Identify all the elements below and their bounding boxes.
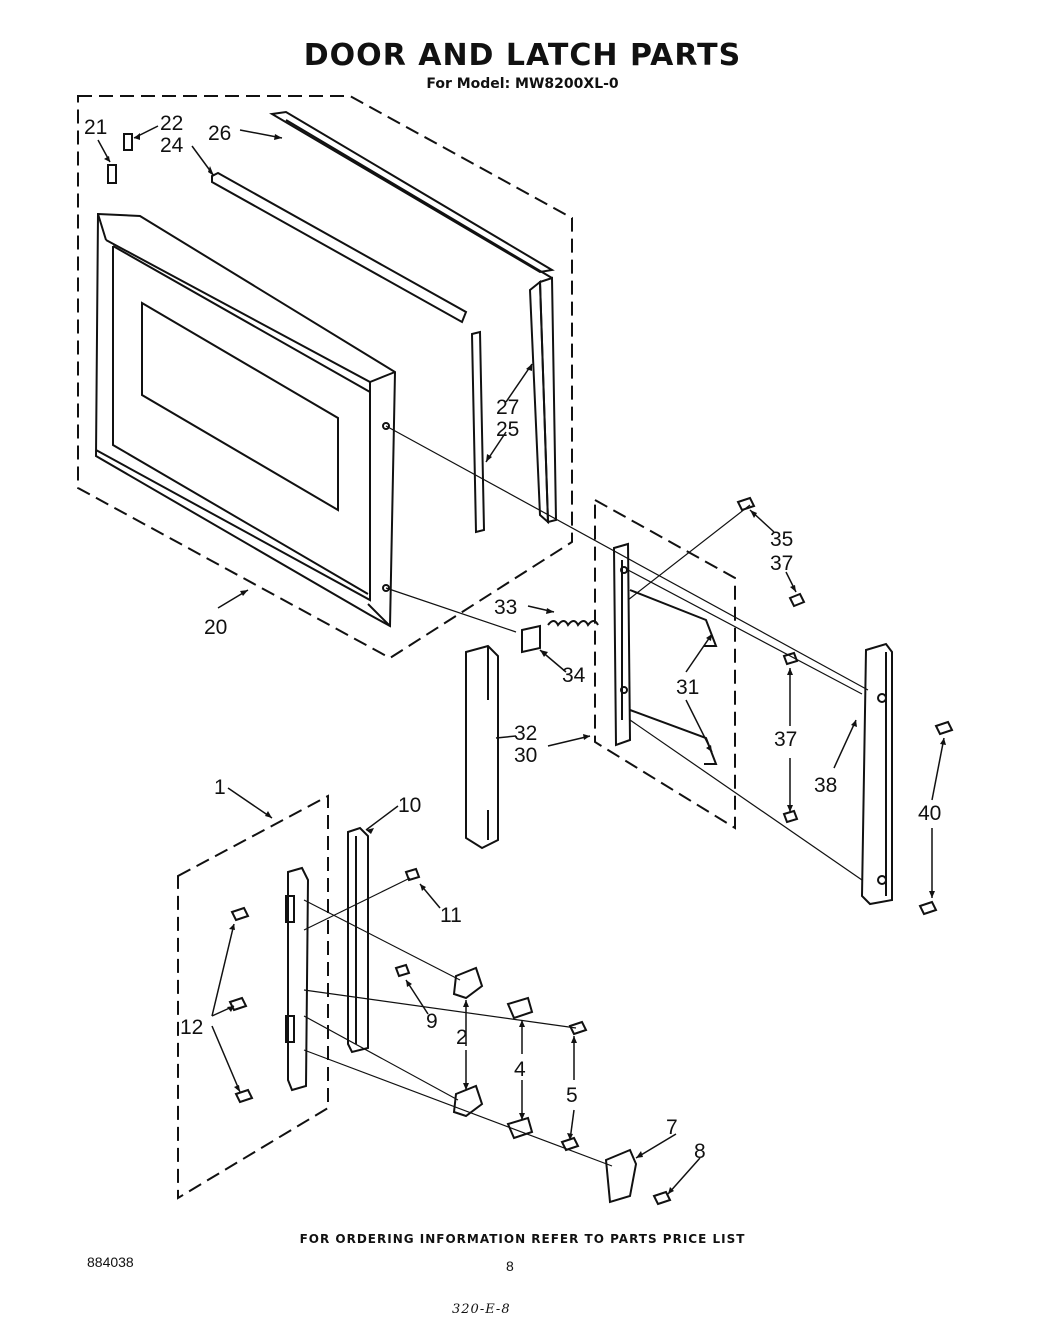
door-frame-part — [94, 212, 397, 628]
callout-24: 24 — [160, 134, 184, 157]
callout-2: 2 — [456, 1026, 468, 1049]
latch-hooks-part — [629, 589, 718, 765]
bracket-parts — [452, 966, 672, 1206]
choke-strip-part — [211, 171, 468, 324]
callout-7: 7 — [666, 1116, 678, 1139]
callout-9: 9 — [426, 1010, 438, 1033]
callout-4: 4 — [514, 1058, 526, 1081]
callout-5: 5 — [566, 1084, 578, 1107]
hinge-projection-lines — [303, 877, 613, 1167]
callout-20: 20 — [204, 616, 227, 639]
callout-40: 40 — [918, 802, 941, 825]
callout-26: 26 — [208, 122, 231, 145]
model-subtitle: For Model: MW8200XL-0 — [426, 76, 619, 92]
handwritten-note: 320-E-8 — [452, 1302, 511, 1317]
callout-38: 38 — [814, 774, 837, 797]
projection-lines — [385, 425, 869, 881]
callout-31: 31 — [676, 676, 699, 699]
callout-1: 1 — [214, 776, 226, 799]
callout-37-mid: 37 — [774, 728, 797, 751]
callout-37-top: 37 — [770, 552, 793, 575]
hinge-assembly-outline — [177, 794, 329, 1200]
callout-35: 35 — [770, 528, 793, 551]
door-handle-part — [465, 644, 499, 850]
screws-21-22 — [107, 133, 133, 184]
leader-lines — [97, 125, 945, 1195]
page-number: 8 — [506, 1258, 514, 1274]
callout-21: 21 — [84, 116, 107, 139]
document-number: 884038 — [87, 1254, 134, 1270]
door-assembly-outline — [77, 95, 573, 660]
callout-25: 25 — [496, 418, 519, 441]
callout-30: 30 — [514, 744, 537, 767]
leader-arrowheads — [104, 133, 946, 1194]
callout-11: 11 — [440, 904, 462, 927]
spring-and-lever-part — [521, 620, 599, 654]
latch-screws — [736, 496, 954, 916]
latch-assembly-outline — [594, 498, 736, 830]
callout-27: 27 — [496, 396, 519, 419]
latch-cover-part — [860, 642, 893, 906]
top-seal-part — [269, 110, 555, 279]
hinge-screws — [228, 867, 421, 1104]
latch-plate-part — [612, 542, 632, 747]
callout-34: 34 — [562, 664, 586, 687]
callout-12: 12 — [180, 1016, 203, 1039]
side-seal-parts — [470, 276, 558, 534]
callout-33: 33 — [494, 596, 517, 619]
page-title: DOOR AND LATCH PARTS — [303, 38, 742, 73]
callout-22: 22 — [160, 112, 183, 135]
channel-part — [347, 826, 369, 1054]
callout-8: 8 — [694, 1140, 706, 1163]
callout-labels: 21 22 24 26 27 25 20 35 37 33 34 31 37 3… — [84, 112, 941, 1163]
ordering-note: FOR ORDERING INFORMATION REFER TO PARTS … — [299, 1232, 746, 1246]
hinge-plate-part — [285, 866, 310, 1092]
callout-32: 32 — [514, 722, 537, 745]
callout-10: 10 — [398, 794, 421, 817]
